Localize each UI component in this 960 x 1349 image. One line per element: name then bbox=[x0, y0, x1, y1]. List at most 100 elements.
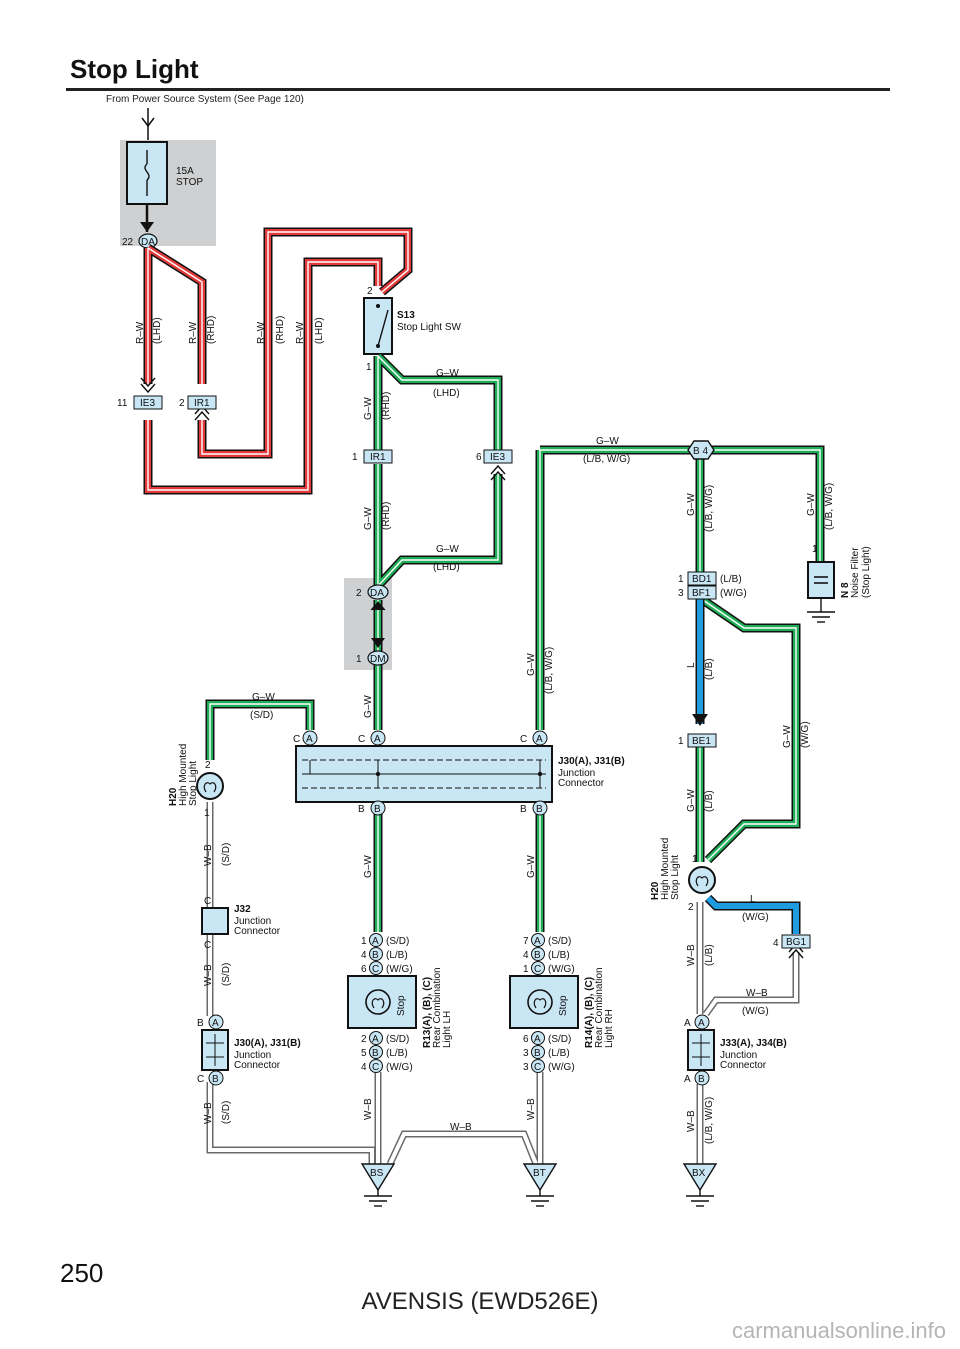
wire-label: R–W bbox=[295, 321, 306, 344]
da-mid-label: DA bbox=[370, 588, 384, 599]
h20-left-id: H20 bbox=[168, 787, 179, 806]
svg-text:B: B bbox=[534, 950, 541, 961]
svg-text:(S/D): (S/D) bbox=[548, 936, 571, 947]
jm-pin-c: C bbox=[293, 734, 300, 745]
switch-name: Stop Light SW bbox=[397, 322, 461, 333]
junction-main bbox=[295, 745, 553, 803]
r14-pins-bottom: 6 A (S/D) 3 B (L/B) 3 C (W/G) bbox=[523, 1031, 575, 1073]
jl-letter-b: B bbox=[212, 1074, 219, 1085]
jm-pin-b: B bbox=[358, 804, 365, 815]
stop-light-switch bbox=[363, 297, 393, 355]
ground-bx-label: BX bbox=[692, 1168, 706, 1179]
svg-text:(S/D): (S/D) bbox=[386, 936, 409, 947]
be1-connector bbox=[687, 733, 717, 748]
r13-name2: Light LH bbox=[442, 1011, 453, 1048]
svg-text:A: A bbox=[534, 936, 541, 947]
be1-label: BE1 bbox=[692, 736, 711, 747]
wire-label: G–W bbox=[686, 493, 697, 516]
jr-pin-a: A bbox=[684, 1018, 691, 1029]
jr-id: J33(A), J34(B) bbox=[720, 1038, 787, 1049]
jl-name2: Connector bbox=[234, 1060, 281, 1071]
svg-text:C: C bbox=[534, 964, 541, 975]
ground-bs bbox=[360, 1163, 396, 1207]
ir1-left-pin: 2 bbox=[179, 398, 185, 409]
svg-text:C: C bbox=[534, 1062, 541, 1073]
fuse-rating: 15A bbox=[176, 166, 194, 177]
svg-text:1: 1 bbox=[523, 964, 529, 975]
jm-pin-b2: B bbox=[520, 804, 527, 815]
da-mid-connector bbox=[367, 584, 389, 600]
ie3-left-label: IE3 bbox=[140, 398, 155, 409]
wire-label: (LHD) bbox=[314, 317, 325, 344]
wire-label: G–W bbox=[596, 436, 619, 447]
b4-junction bbox=[687, 440, 715, 460]
r14-pins-top: 7 A (S/D) 4 B (L/B) 1 C (W/G) bbox=[523, 933, 575, 975]
wire-label: W–B bbox=[686, 1110, 697, 1132]
svg-text:A: A bbox=[534, 1034, 541, 1045]
h20-right-bulb bbox=[688, 866, 716, 894]
r14-name2: Light RH bbox=[604, 1009, 615, 1048]
be1-pin: 1 bbox=[678, 736, 684, 747]
ir1-mid-label: IR1 bbox=[370, 452, 386, 463]
wire-label: (S/D) bbox=[221, 843, 232, 866]
fuse-15a-stop bbox=[126, 141, 168, 232]
jm-letter-b2: B bbox=[536, 804, 543, 815]
ie3-left-pin: 11 bbox=[117, 398, 128, 409]
wire-label: G–W bbox=[806, 493, 817, 516]
ir1-left-label: IR1 bbox=[194, 398, 210, 409]
wire-label: (L/B) bbox=[704, 790, 715, 812]
svg-text:4: 4 bbox=[523, 950, 529, 961]
svg-text:C: C bbox=[372, 964, 379, 975]
watermark: carmanualsonline.info bbox=[731, 1318, 946, 1343]
svg-text:A: A bbox=[372, 936, 379, 947]
b4-label: B 4 bbox=[693, 446, 708, 457]
wire-label: (S/D) bbox=[221, 1101, 232, 1124]
wire-label: (S/D) bbox=[221, 963, 232, 986]
gray-wires bbox=[206, 802, 800, 1166]
dm-mid-connector bbox=[367, 650, 389, 666]
svg-text:6: 6 bbox=[523, 1034, 529, 1045]
wire-label: (L/B, W/G) bbox=[824, 483, 835, 530]
svg-text:(L/B): (L/B) bbox=[548, 950, 570, 961]
wire-label: W–B bbox=[363, 1098, 374, 1120]
svg-text:(L/B): (L/B) bbox=[548, 1048, 570, 1059]
bd1-pin: 1 bbox=[678, 574, 684, 585]
junction-left bbox=[201, 1029, 229, 1071]
bf1-connector bbox=[687, 585, 717, 600]
wire-label: (L/B) bbox=[704, 944, 715, 966]
source-note: From Power Source System (See Page 120) bbox=[106, 94, 304, 105]
svg-text:(S/D): (S/D) bbox=[548, 1034, 571, 1045]
wire-label: (RHD) bbox=[381, 392, 392, 420]
h20-right-name1: High Mounted bbox=[660, 838, 671, 900]
switch-pin-bottom: 1 bbox=[366, 362, 372, 373]
bd1-connector bbox=[687, 571, 717, 586]
ground-bs-label: BS bbox=[370, 1168, 384, 1179]
bg1-label: BG1 bbox=[786, 937, 806, 948]
svg-text:C: C bbox=[372, 1062, 379, 1073]
r14-name1: Rear Combination bbox=[594, 967, 605, 1048]
dm-mid-pin: 1 bbox=[356, 654, 362, 665]
wire-label: (W/G) bbox=[742, 1006, 769, 1017]
jl-pin-b: B bbox=[197, 1018, 204, 1029]
jr-pin-a2: A bbox=[684, 1074, 691, 1085]
wire-label: G–W bbox=[526, 653, 537, 676]
noise-filter-name2: (Stop Light) bbox=[861, 546, 872, 598]
junction-right bbox=[687, 1029, 715, 1071]
h20-right-pin-bottom: 2 bbox=[688, 902, 694, 913]
ie3-left-connector bbox=[133, 395, 163, 410]
wire-label: (RHD) bbox=[206, 316, 217, 344]
wire-label: G–W bbox=[686, 789, 697, 812]
svg-text:3: 3 bbox=[523, 1062, 529, 1073]
wire-label: W–B bbox=[203, 844, 214, 866]
h20-left-name1: High Mounted bbox=[178, 744, 189, 806]
wire-label: G–W bbox=[363, 695, 374, 718]
h20-left-pin-bottom: 1 bbox=[204, 808, 210, 819]
svg-text:B: B bbox=[372, 950, 379, 961]
r14-id: R14(A), (B), (C) bbox=[584, 977, 595, 1048]
h20-right-id: H20 bbox=[650, 881, 661, 900]
svg-text:(W/G): (W/G) bbox=[548, 964, 575, 975]
ground-bx bbox=[682, 1163, 718, 1207]
h20-left-pin-top: 2 bbox=[205, 760, 211, 771]
svg-text:5: 5 bbox=[361, 1048, 367, 1059]
